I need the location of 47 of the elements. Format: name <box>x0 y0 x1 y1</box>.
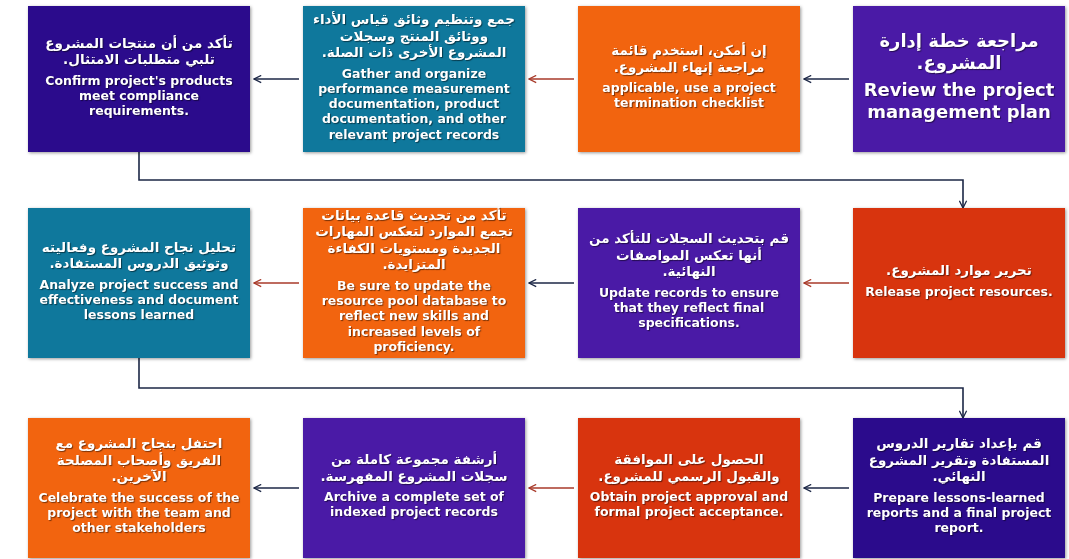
process-box <box>578 6 800 152</box>
arabic-text: قم بتحديث السجلات للتأكد من أنها تعكس المواصفات النهائية. <box>588 230 790 280</box>
arrow <box>528 483 575 493</box>
english-text: Gather and organize performance measurement documentation, product documentation, and other relevant project records <box>317 65 511 142</box>
process-box <box>853 208 1065 358</box>
process-box <box>28 6 250 152</box>
process-box <box>28 418 250 558</box>
arabic-text: جمع وتنظيم وثائق قياس الأداء ووثائق المنتج وسجلات المشروع الأخرى ذات الصلة. <box>313 11 515 61</box>
arrow <box>138 357 968 419</box>
process-box <box>303 418 525 558</box>
process-box <box>853 418 1065 558</box>
english-text: Release project resources. <box>865 283 1053 299</box>
process-box <box>578 418 800 558</box>
arabic-text: تحليل نجاح المشروع وفعاليته وتوثيق الدروس المستفادة. <box>40 238 238 272</box>
english-text: applicable, use a project termination checklist <box>601 80 777 111</box>
arrow <box>138 151 968 209</box>
english-text: Be sure to update the resource pool database to reflect new skills and increased levels of proficiency. <box>320 277 508 355</box>
english-text: Update records to ensure that they reflect final specifications. <box>597 284 781 331</box>
arrow <box>528 74 575 84</box>
english-text: Confirm project's products meet compliance requirements. <box>44 72 234 119</box>
arrow <box>253 74 300 84</box>
arabic-text: أرشفة مجموعة كاملة من سجلات المشروع المفهرسة. <box>319 451 509 485</box>
arabic-text: تأكد من أن منتجات المشروع تلبي متطلبات الامتثال. <box>44 34 234 68</box>
english-text: Review the project management plan <box>863 79 1055 123</box>
process-box <box>303 6 525 152</box>
arrow <box>528 278 575 288</box>
process-box <box>853 6 1065 152</box>
english-text: Obtain project approval and formal project acceptance. <box>588 489 790 520</box>
arabic-text: الحصول على الموافقة والقبول الرسمي للمشروع. <box>597 451 781 485</box>
process-box <box>578 208 800 358</box>
english-text: Celebrate the success of the project with the team and other stakeholders <box>38 489 240 536</box>
process-box <box>28 208 250 358</box>
arrow <box>253 483 300 493</box>
arabic-text: مراجعة خطة إدارة المشروع. <box>878 30 1040 74</box>
arabic-text: تحرير موارد المشروع. <box>886 262 1032 279</box>
arrow <box>803 483 850 493</box>
english-text: Analyze project success and effectiveness and document lessons learned <box>38 276 240 323</box>
arabic-text: قم بإعداد تقارير الدروس المستفادة وتقرير المشروع النهائي. <box>867 435 1051 485</box>
english-text: Prepare lessons-learned reports and a final project report. <box>865 489 1053 536</box>
arrow <box>803 278 850 288</box>
arabic-text: تأكد من تحديث قاعدة بيانات تجمع الموارد لتعكس المهارات الجديدة ومستويات الكفاءة المتزايدة. <box>314 206 514 273</box>
english-text: Archive a complete set of indexed project records <box>323 489 505 520</box>
arabic-text: احتفل بنجاح المشروع مع الفريق وأصحاب المصلحة الآخرين. <box>54 435 224 485</box>
arabic-text: إن أمكن، استخدم قائمة مراجعة إنهاء المشروع. <box>610 42 768 76</box>
arrow <box>253 278 300 288</box>
process-box <box>303 208 525 358</box>
arrow <box>803 74 850 84</box>
